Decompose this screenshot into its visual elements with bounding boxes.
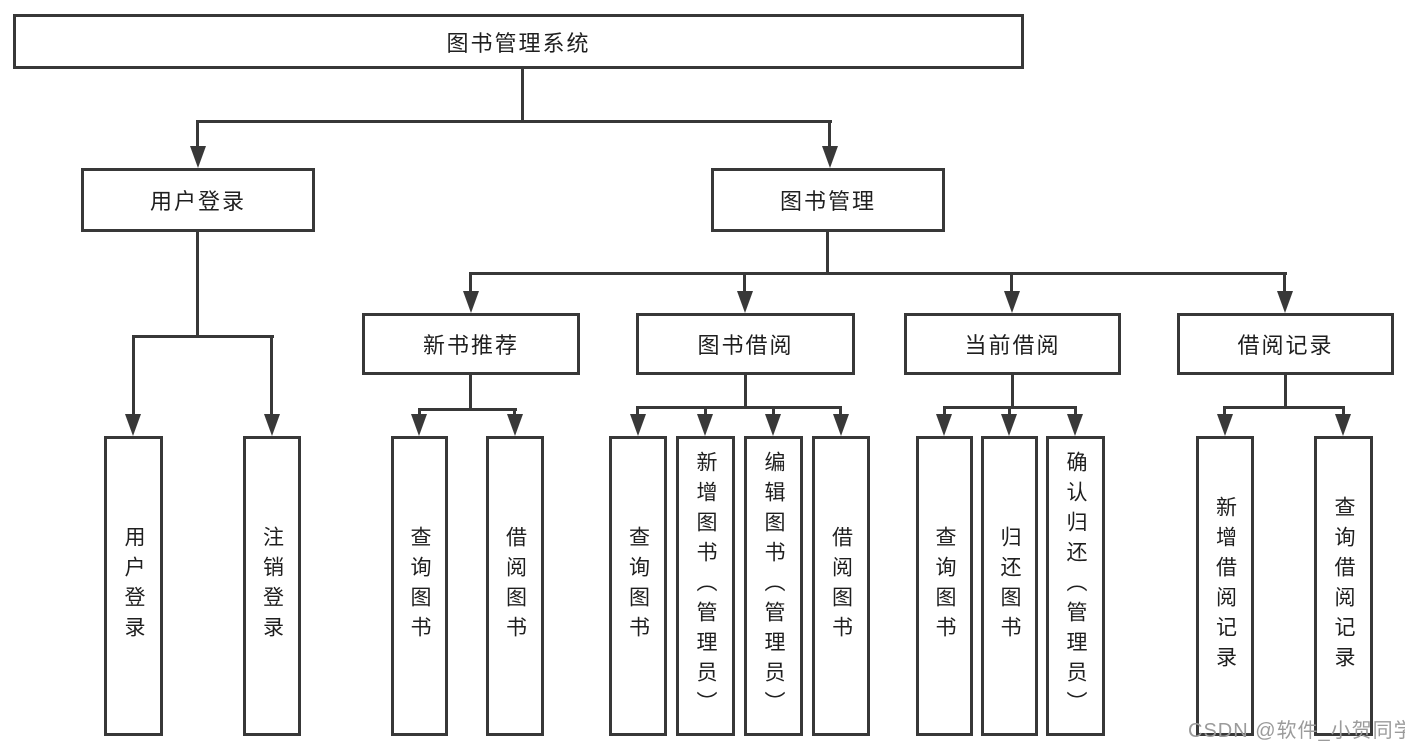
connector-line: [521, 69, 524, 120]
leaf-borrow-add-books-admin: 新增图书（管理员）: [676, 436, 735, 736]
connector-line: [197, 120, 832, 123]
connector-line: [1074, 406, 1077, 416]
connector-line: [132, 335, 274, 338]
leaf-record-add-borrow-record: 新增借阅记录: [1196, 436, 1254, 736]
leaf-borrow-borrow-books: 借阅图书: [812, 436, 870, 736]
connector-line: [1223, 406, 1345, 409]
node-new-book-recommend: 新书推荐: [362, 313, 580, 375]
arrowhead-icon: [190, 146, 206, 168]
arrowhead-icon: [411, 414, 427, 436]
connector-line: [636, 406, 639, 416]
connector-line: [839, 406, 842, 416]
connector-line: [1284, 375, 1287, 406]
leaf-current-query-books: 查询图书: [916, 436, 973, 736]
node-book-borrow: 图书借阅: [636, 313, 855, 375]
arrowhead-icon: [936, 414, 952, 436]
arrowhead-icon: [737, 291, 753, 313]
arrowhead-icon: [822, 146, 838, 168]
connector-line: [469, 272, 472, 293]
leaf-newrec-borrow-books: 借阅图书: [486, 436, 544, 736]
connector-line: [704, 406, 707, 416]
connector-line: [1342, 406, 1345, 416]
connector-line: [513, 408, 516, 416]
connector-line: [196, 232, 199, 335]
connector-line: [743, 272, 746, 293]
arrowhead-icon: [1001, 414, 1017, 436]
leaf-user-login: 用户登录: [104, 436, 163, 736]
arrowhead-icon: [1004, 291, 1020, 313]
arrowhead-icon: [1067, 414, 1083, 436]
arrowhead-icon: [264, 414, 280, 436]
leaf-newrec-query-books: 查询图书: [391, 436, 448, 736]
node-current-borrow: 当前借阅: [904, 313, 1121, 375]
connector-line: [943, 406, 946, 416]
arrowhead-icon: [630, 414, 646, 436]
arrowhead-icon: [765, 414, 781, 436]
arrowhead-icon: [125, 414, 141, 436]
arrowhead-icon: [1277, 291, 1293, 313]
arrowhead-icon: [697, 414, 713, 436]
connector-line: [1283, 272, 1286, 293]
leaf-record-query-borrow-record: 查询借阅记录: [1314, 436, 1373, 736]
connector-line: [1223, 406, 1226, 416]
arrowhead-icon: [1217, 414, 1233, 436]
connector-line: [744, 375, 747, 406]
connector-line: [636, 406, 842, 409]
leaf-borrow-edit-books-admin: 编辑图书（管理员）: [744, 436, 803, 736]
connector-line: [270, 335, 273, 416]
connector-line: [418, 408, 517, 411]
connector-line: [418, 408, 421, 416]
arrowhead-icon: [833, 414, 849, 436]
connector-line: [828, 120, 831, 148]
connector-line: [772, 406, 775, 416]
connector-line: [132, 335, 135, 416]
node-book-management: 图书管理: [711, 168, 945, 232]
connector-line: [1011, 375, 1014, 406]
csdn-watermark: CSDN @软件_小贺同学: [1188, 720, 1405, 742]
leaf-current-confirm-return-admin: 确认归还（管理员）: [1046, 436, 1105, 736]
connector-line: [826, 232, 829, 272]
connector-line: [470, 272, 1287, 275]
connector-line: [196, 120, 199, 148]
leaf-borrow-query-books: 查询图书: [609, 436, 667, 736]
node-borrow-record: 借阅记录: [1177, 313, 1394, 375]
leaf-current-return-books: 归还图书: [981, 436, 1038, 736]
node-root-library-management-system: 图书管理系统: [13, 14, 1024, 69]
connector-line: [1010, 272, 1013, 293]
connector-line: [1008, 406, 1011, 416]
connector-line: [469, 375, 472, 408]
node-user-login: 用户登录: [81, 168, 315, 232]
arrowhead-icon: [463, 291, 479, 313]
arrowhead-icon: [1335, 414, 1351, 436]
arrowhead-icon: [507, 414, 523, 436]
leaf-logout: 注销登录: [243, 436, 301, 736]
